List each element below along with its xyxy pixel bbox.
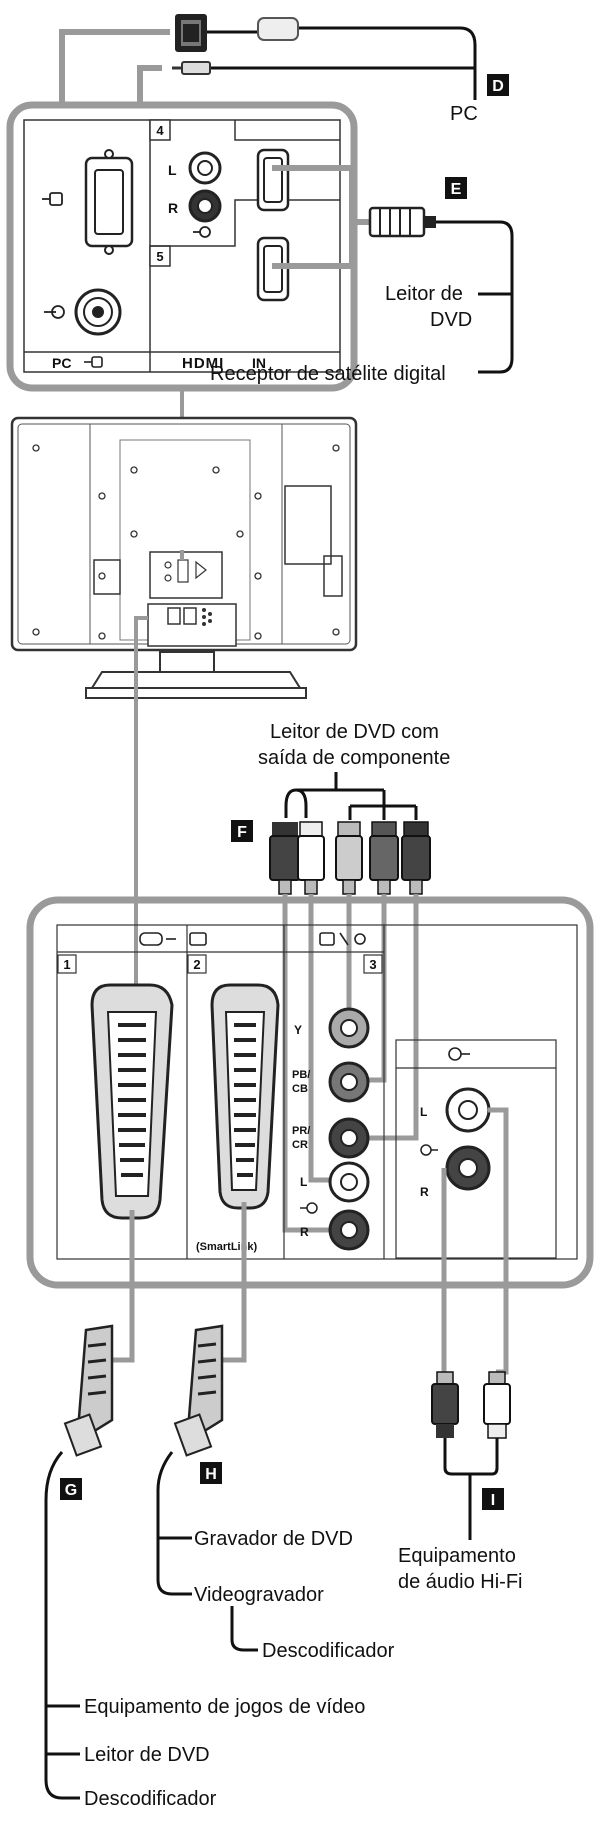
audio-out-l-port[interactable] (445, 1087, 491, 1133)
audio-l-port[interactable] (188, 151, 222, 185)
badge-f: F (231, 820, 253, 842)
descodificador-g-label: Descodificador (84, 1788, 217, 1810)
port-3-label: 3 (363, 954, 383, 974)
pc-port-label: PC (52, 355, 71, 371)
audio-out-small-icon (420, 1144, 438, 1156)
out-l-label: L (420, 1105, 427, 1119)
scart-symbol-icon (139, 932, 207, 946)
scart-plug-g-icon (63, 1324, 114, 1457)
scart-port-1[interactable] (90, 983, 174, 1220)
svg-text:F: F (237, 824, 247, 841)
svg-text:I: I (491, 1492, 495, 1509)
leitor-dvd-label-2: DVD (430, 309, 472, 331)
cable-h (156, 1451, 258, 1652)
rca-plug-red-audio (269, 822, 301, 895)
port-2-label: 2 (187, 954, 207, 974)
audio-mini-plug-icon (172, 61, 211, 75)
badge-g: G (60, 1478, 82, 1500)
svg-text:3: 3 (369, 957, 376, 972)
svg-text:5: 5 (156, 249, 163, 264)
hdmi-plug-icon (368, 206, 436, 238)
tv-port-connectors (134, 550, 184, 1110)
component-cable (284, 772, 418, 820)
cable-g (44, 1451, 80, 1800)
scart-guides (112, 1107, 509, 1375)
gravador-label: Gravador de DVD (194, 1528, 353, 1550)
comp-audio-l-label: L (300, 1175, 307, 1189)
svg-text:H: H (205, 1466, 217, 1483)
audio-in-mini-icon (300, 1202, 318, 1214)
hdmi-logo: HDMI (182, 355, 224, 372)
out-r-label: R (420, 1185, 429, 1199)
rca-plug-i-white (483, 1371, 511, 1439)
comp-pr-label-2: CR (292, 1139, 308, 1151)
svg-text:D: D (492, 78, 504, 95)
component-symbol-icon (319, 932, 366, 946)
ferrite-bead-icon (257, 17, 299, 41)
hdmi-in-label: IN (252, 355, 266, 371)
equip-jogos-label: Equipamento de jogos de vídeo (84, 1696, 365, 1718)
audio-r-label: R (168, 200, 178, 216)
equip-hifi-label-1: Equipamento (398, 1545, 516, 1567)
hdmi-cable (436, 220, 514, 374)
cable-i (443, 1438, 499, 1540)
scart-port-2[interactable] (210, 983, 280, 1210)
rca-plug-i-red (431, 1371, 459, 1438)
badge-h: H (200, 1462, 222, 1484)
audio-r-port[interactable] (188, 189, 222, 223)
rca-plug-pb (369, 821, 399, 895)
rca-plug-y (335, 821, 363, 895)
vga-symbol-icon (42, 192, 63, 206)
leitor-dvd-g-label: Leitor de DVD (84, 1744, 210, 1766)
hdmi-cable-guide (272, 165, 370, 269)
badge-d: D (487, 74, 509, 96)
descodificador-h-label: Descodificador (262, 1640, 395, 1662)
bottom-panel (26, 896, 594, 1289)
vga-plug-icon (175, 14, 207, 52)
hdmi-port-4[interactable] (256, 148, 290, 212)
rca-plug-white-audio (297, 821, 325, 895)
vga-port[interactable] (84, 149, 134, 255)
audio-out-icon (448, 1047, 470, 1061)
rca-plug-pr (401, 821, 431, 895)
scart-plug-h-icon (173, 1324, 224, 1457)
port-4-label: 4 (149, 119, 171, 141)
audio-l-label: L (168, 162, 177, 178)
audio-in-small-icon (193, 226, 211, 238)
comp-pb-label-1: PB/ (292, 1069, 310, 1081)
comp-audio-l-port[interactable] (328, 1161, 370, 1203)
comp-pr-port[interactable] (328, 1117, 370, 1159)
badge-e: E (445, 177, 467, 199)
pc-port-symbol-icon (84, 356, 103, 368)
comp-title-2: saída de componente (258, 747, 450, 769)
pc-cable (205, 26, 477, 100)
comp-pb-port[interactable] (328, 1061, 370, 1103)
tv-back (10, 416, 358, 699)
svg-text:4: 4 (156, 123, 164, 138)
comp-title-1: Leitor de DVD com (270, 721, 439, 743)
port-5-label: 5 (149, 245, 171, 267)
receptor-label: Receptor de satélite digital (210, 363, 446, 385)
videogravador-label: Videogravador (194, 1584, 324, 1606)
leitor-dvd-label-1: Leitor de (385, 283, 463, 305)
comp-audio-r-label: R (300, 1225, 309, 1239)
svg-text:2: 2 (193, 957, 200, 972)
svg-text:1: 1 (63, 957, 70, 972)
pc-label: PC (450, 103, 478, 125)
badge-i: I (482, 1488, 504, 1510)
comp-y-label: Y (294, 1023, 302, 1037)
pc-audio-port[interactable] (74, 288, 122, 336)
equip-hifi-label-2: de áudio Hi-Fi (398, 1571, 523, 1593)
comp-y-port[interactable] (328, 1007, 370, 1049)
audio-in-icon (44, 305, 65, 319)
audio-out-r-port[interactable] (445, 1145, 491, 1191)
comp-pb-label-2: CB (292, 1083, 308, 1095)
port-1-label: 1 (57, 954, 77, 974)
smartlink-label: (SmartLink) (196, 1241, 257, 1253)
comp-pr-label-1: PR/ (292, 1125, 310, 1137)
svg-text:E: E (451, 181, 462, 198)
comp-audio-r-port[interactable] (328, 1209, 370, 1251)
svg-text:G: G (65, 1482, 77, 1499)
